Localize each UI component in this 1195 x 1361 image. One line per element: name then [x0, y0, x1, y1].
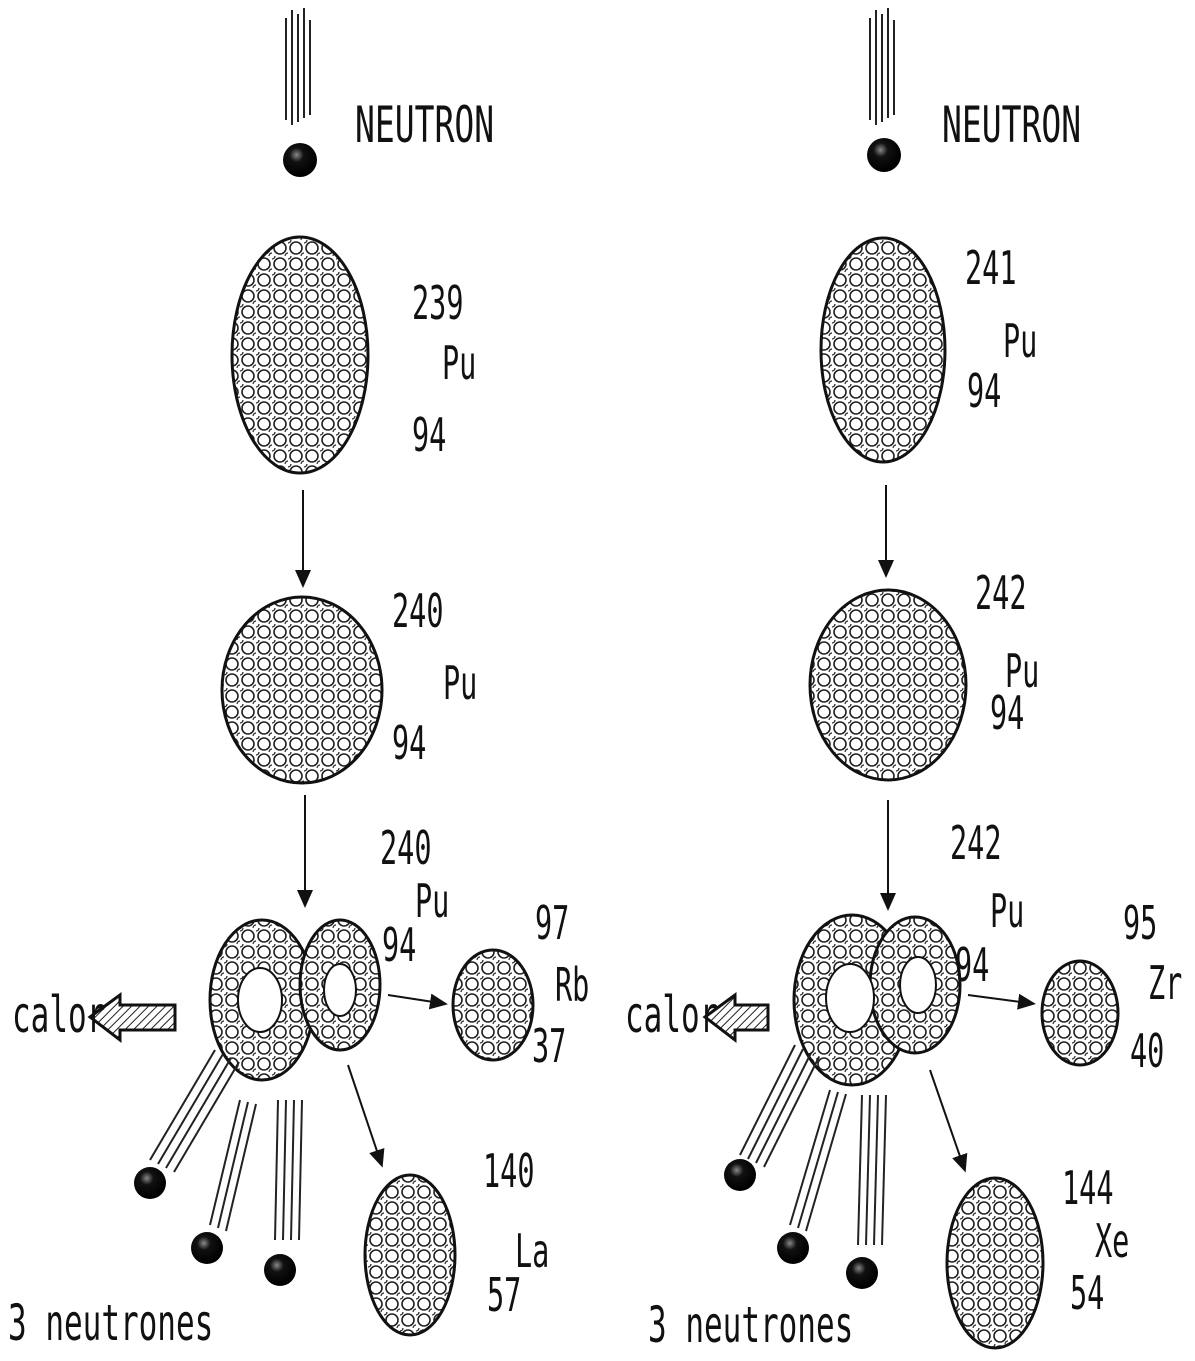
arrow-icon [930, 1070, 963, 1165]
left-neutrons-label: 3 neutrones [8, 1298, 213, 1348]
left-product-a [453, 950, 533, 1060]
left-product-b [365, 1175, 455, 1335]
right-nucleus3-symbol: Pu [990, 888, 1024, 934]
right-nucleus1-atomic: 94 [967, 368, 1001, 414]
right-product-a-atomic: 40 [1130, 1028, 1164, 1074]
left-incoming-neutron [283, 8, 317, 177]
right-splitting-nucleus [794, 915, 960, 1085]
right-incoming-neutron [867, 8, 901, 172]
left-nucleus-2 [222, 597, 382, 783]
left-product-a-symbol: Rb [555, 962, 589, 1008]
left-nucleus3-mass: 240 [380, 825, 432, 871]
left-product-a-atomic: 37 [532, 1023, 566, 1069]
neutron-ball [191, 1232, 223, 1264]
left-neutron-label: NEUTRON [355, 100, 494, 150]
right-nucleus2-atomic: 94 [990, 690, 1024, 736]
right-neutrons-label: 3 neutrones [648, 1300, 853, 1350]
right-product-b [947, 1178, 1043, 1348]
left-emitted-neutrons [150, 1050, 302, 1240]
left-product-b-atomic: 57 [487, 1272, 521, 1318]
right-heat-label: calor [625, 990, 718, 1040]
arrow-icon [968, 995, 1028, 1003]
left-product-b-mass: 140 [483, 1148, 535, 1194]
neutron-ball [264, 1254, 296, 1286]
left-splitting-nucleus [210, 920, 380, 1080]
right-nucleus3-mass: 242 [950, 820, 1002, 866]
right-product-b-symbol: Xe [1095, 1218, 1129, 1264]
left-nucleus2-atomic: 94 [392, 720, 426, 766]
left-nucleus1-atomic: 94 [412, 412, 446, 458]
left-nucleus3-atomic: 94 [382, 922, 416, 968]
neutron-trail [286, 8, 310, 125]
right-product-a-mass: 95 [1123, 900, 1157, 946]
neutron-ball [846, 1257, 878, 1289]
left-heat-label: calor [12, 990, 105, 1040]
right-nucleus-2 [810, 590, 966, 780]
right-nucleus1-symbol: Pu [1003, 318, 1037, 364]
right-product-a-symbol: Zr [1148, 960, 1182, 1006]
left-nucleus3-symbol: Pu [415, 878, 449, 924]
left-nucleus-1 [232, 237, 368, 473]
neutron-trail [870, 8, 894, 125]
neutron-ball [283, 143, 317, 177]
right-neutron-label: NEUTRON [942, 100, 1081, 150]
left-nucleus2-symbol: Pu [443, 660, 477, 706]
left-nucleus2-mass: 240 [392, 588, 444, 634]
neutron-ball [724, 1159, 756, 1191]
left-product-a-mass: 97 [535, 900, 569, 946]
arrow-icon [348, 1065, 380, 1160]
left-nucleus1-symbol: Pu [442, 340, 476, 386]
arrow-icon [388, 995, 440, 1003]
right-product-b-atomic: 54 [1070, 1270, 1104, 1316]
right-product-a [1042, 961, 1118, 1065]
neutron-ball [867, 138, 901, 172]
right-product-b-mass: 144 [1062, 1165, 1114, 1211]
right-nucleus1-mass: 241 [965, 245, 1017, 291]
neutron-ball [134, 1167, 166, 1199]
neutron-ball [777, 1232, 809, 1264]
right-nucleus2-mass: 242 [975, 570, 1027, 616]
left-nucleus1-mass: 239 [412, 280, 464, 326]
right-nucleus3-atomic: 94 [955, 942, 989, 988]
right-nucleus-1 [821, 238, 945, 462]
